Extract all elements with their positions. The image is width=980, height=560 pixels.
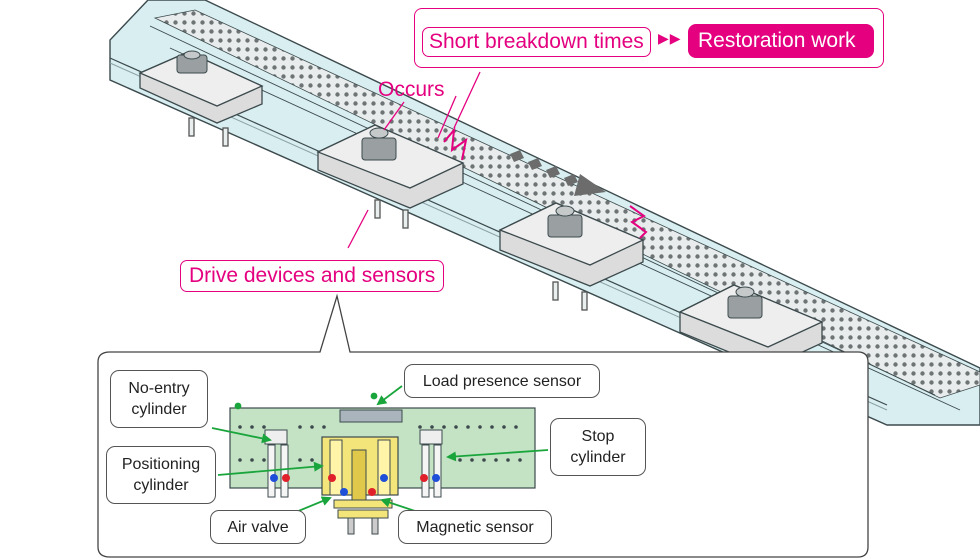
- occurs-label: Occurs: [378, 78, 445, 101]
- air-valve-label: Air valve: [210, 510, 306, 544]
- drive-devices-label: Drive devices and sensors: [180, 260, 445, 292]
- pallet-3: [498, 202, 645, 287]
- pallet-4: [678, 284, 824, 369]
- cause-label: Short breakdown times: [422, 27, 651, 57]
- breakdown-spark-1: [443, 126, 468, 161]
- pallet-1: [138, 50, 264, 124]
- no-entry-cylinder-label: No-entry cylinder: [110, 370, 208, 428]
- pallet-2: [316, 124, 465, 209]
- positioning-cylinder-label: Positioning cylinder: [106, 446, 216, 504]
- load-presence-sensor-label: Load presence sensor: [404, 364, 600, 398]
- stop-cylinder-label: Stop cylinder: [550, 418, 646, 476]
- effect-label: Restoration work: [698, 29, 856, 52]
- double-triangle-arrow-icon: ▶▶: [658, 30, 682, 46]
- conveying-direction-arrow: [510, 150, 606, 196]
- effect-pill: [688, 24, 874, 58]
- breakdown-spark-2: [629, 205, 648, 239]
- magnetic-sensor-label: Magnetic sensor: [398, 510, 552, 544]
